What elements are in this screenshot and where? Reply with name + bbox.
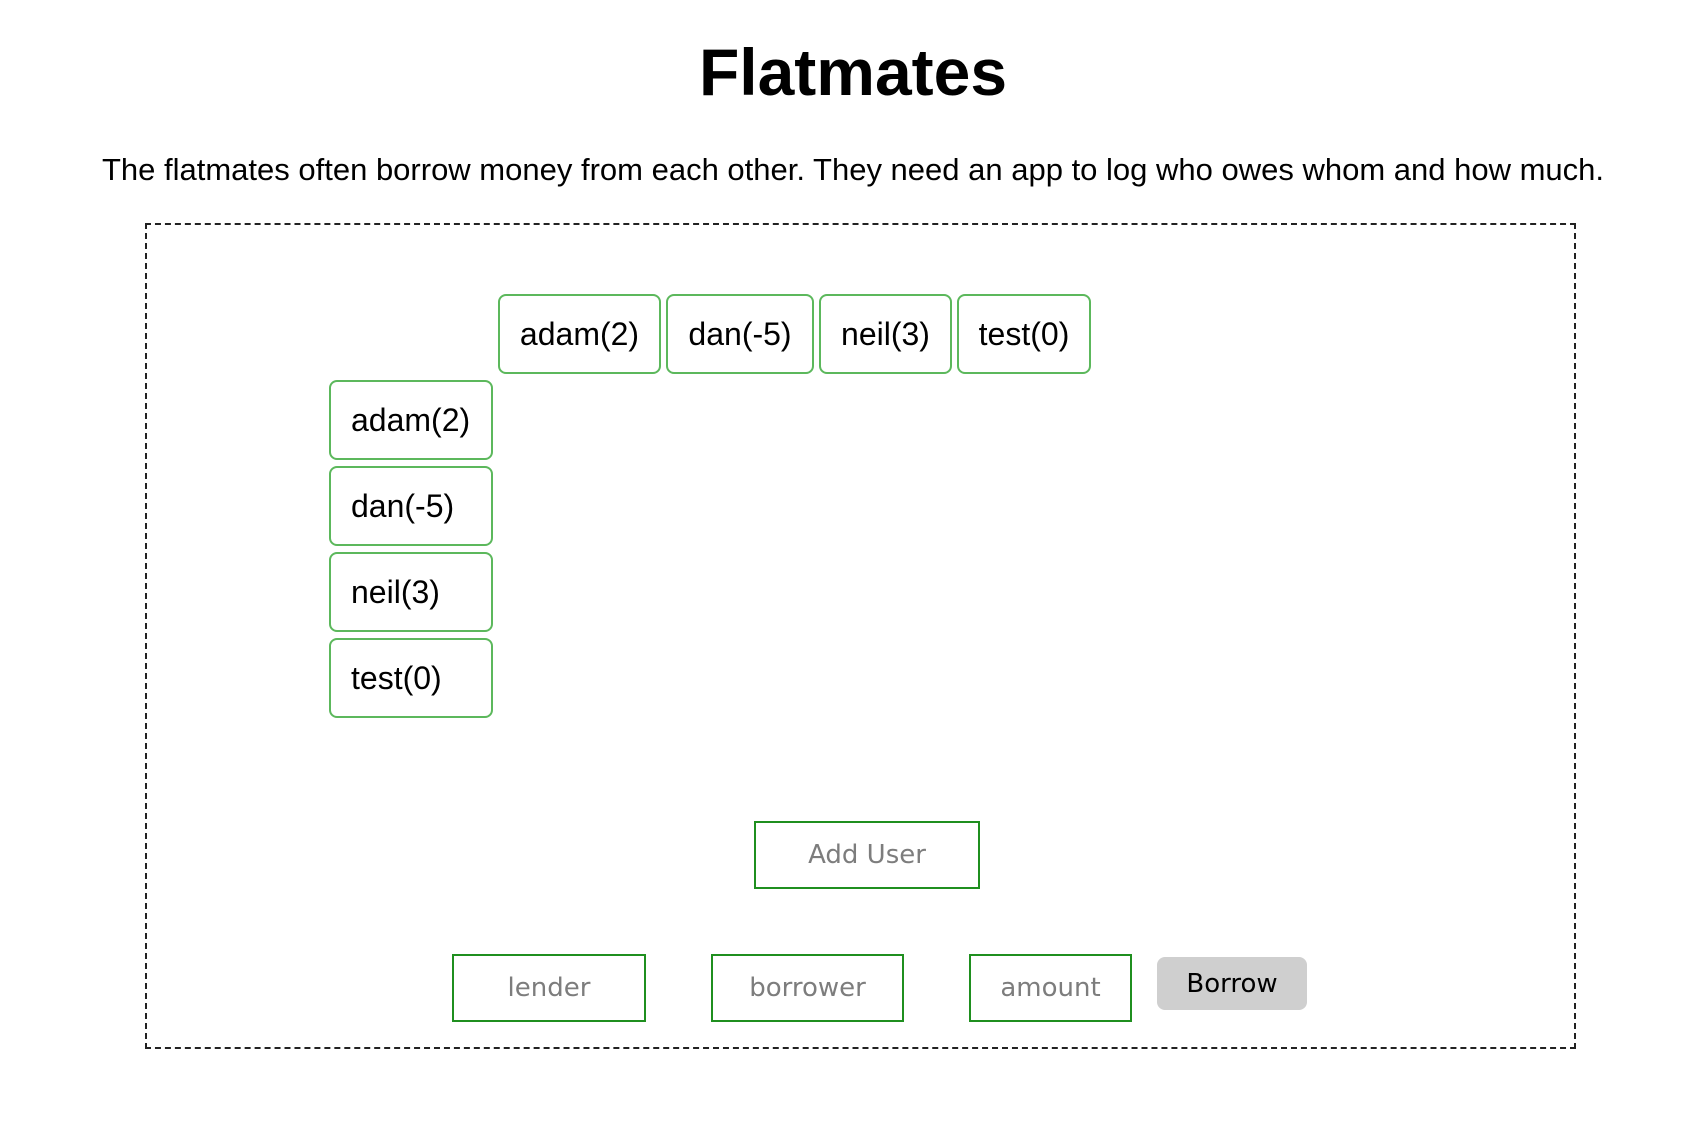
borrower-input[interactable]: [711, 954, 904, 1022]
column-header-user[interactable]: dan(-5): [666, 294, 814, 374]
column-header-user[interactable]: neil(3): [819, 294, 952, 374]
column-header-user[interactable]: adam(2): [498, 294, 661, 374]
lender-input[interactable]: [452, 954, 646, 1022]
page-title: Flatmates: [698, 35, 1008, 109]
add-user-input[interactable]: [754, 821, 980, 889]
row-header-user[interactable]: neil(3): [329, 552, 493, 632]
column-header-user[interactable]: test(0): [957, 294, 1091, 374]
page-description: The flatmates often borrow money from ea…: [101, 152, 1605, 187]
flatmates-board: adam(2) dan(-5) neil(3) test(0) adam(2) …: [145, 223, 1576, 1049]
row-header-user[interactable]: dan(-5): [329, 466, 493, 546]
row-header-user[interactable]: adam(2): [329, 380, 493, 460]
row-header-user[interactable]: test(0): [329, 638, 493, 718]
borrow-button[interactable]: Borrow: [1157, 957, 1307, 1010]
amount-input[interactable]: [969, 954, 1132, 1022]
